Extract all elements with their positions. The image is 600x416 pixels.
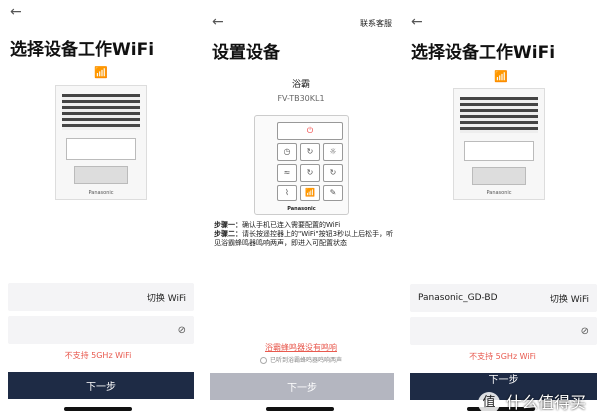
device-model: FV-TB30KL1 (277, 94, 325, 103)
watermark: 值 什么值得买 (478, 392, 586, 414)
heard-beep-radio[interactable]: 已听到浴霸蜂鸣器鸣响两声 (204, 355, 398, 364)
next-button[interactable]: 下一步 (8, 372, 194, 399)
device-image: Panasonic (55, 85, 147, 200)
home-indicator (266, 407, 334, 411)
home-indicator (64, 407, 132, 411)
page-title: 选择设备工作WiFi (411, 43, 556, 63)
back-button[interactable]: ← (10, 4, 22, 20)
back-button[interactable]: ← (411, 14, 423, 30)
password-input[interactable]: ⊘ (8, 316, 194, 344)
no-beep-link[interactable]: 浴霸蜂鸣器没有鸣响 (265, 343, 337, 352)
eye-hidden-icon[interactable]: ⊘ (177, 324, 186, 336)
back-button[interactable]: ← (212, 14, 224, 30)
next-button[interactable]: 下一步 (410, 373, 597, 400)
instructions: 步骤一：确认手机已连入需要配置的WiFi 步骤二：请长按遥控器上的"WiFi"按… (214, 221, 394, 247)
wifi-icon: 📶 (494, 70, 508, 83)
page-title: 选择设备工作WiFi (10, 40, 155, 60)
power-key-icon: ⏻ (277, 122, 343, 140)
no-5g-note: 不支持 5GHz WiFi (469, 352, 536, 361)
screen-setup-device: ← 联系客服 设置设备 浴霸 FV-TB30KL1 ⏻ ◷ ↻ ☼ ≈ ↻ ↻ … (204, 0, 398, 416)
eye-hidden-icon[interactable]: ⊘ (580, 325, 589, 337)
wifi-key-icon: 📶 (300, 185, 320, 201)
remote-image: ⏻ ◷ ↻ ☼ ≈ ↻ ↻ ⌇ 📶 ✎ Panasonic (254, 115, 349, 215)
password-input[interactable]: ⊘ (410, 317, 597, 345)
next-button-disabled[interactable]: 下一步 (210, 373, 394, 400)
wifi-name: Panasonic_GD-BD (418, 293, 498, 303)
wifi-icon: 📶 (94, 66, 108, 79)
wifi-name-field[interactable]: Panasonic_GD-BD 切换 WiFi (410, 284, 597, 312)
home-indicator (467, 407, 535, 411)
contact-support-link[interactable]: 联系客服 (360, 19, 392, 28)
screen-select-wifi-2: ← 选择设备工作WiFi 📶 Panasonic Panasonic_GD-BD… (405, 0, 600, 416)
device-image: Panasonic (453, 88, 545, 200)
screen-select-wifi-1: ← 选择设备工作WiFi 📶 Panasonic 切换 WiFi ⊘ 不支持 5… (0, 0, 196, 416)
switch-wifi-button[interactable]: 切换 WiFi (549, 294, 589, 305)
switch-wifi-button[interactable]: 切换 WiFi (146, 293, 186, 304)
no-5g-note: 不支持 5GHz WiFi (64, 351, 132, 360)
wifi-name-field[interactable]: 切换 WiFi (8, 283, 194, 311)
page-title: 设置设备 (212, 43, 280, 63)
watermark-logo: 值 (478, 392, 500, 414)
device-name: 浴霸 (291, 80, 310, 90)
